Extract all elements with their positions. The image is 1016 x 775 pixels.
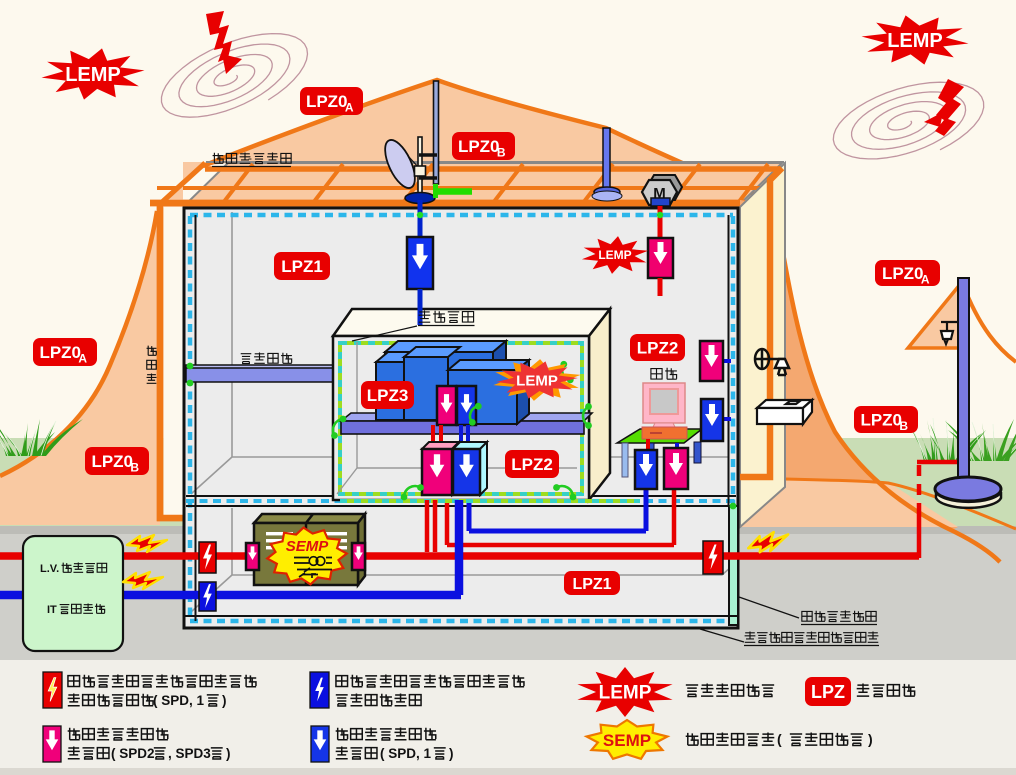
svg-text:): ) (868, 731, 873, 747)
svg-text:LPZ1: LPZ1 (572, 576, 611, 593)
svg-text:LPZ0: LPZ0 (91, 452, 133, 471)
svg-text:): ) (449, 746, 454, 761)
svg-text:LPZ0: LPZ0 (882, 264, 924, 283)
svg-text:LEMP: LEMP (598, 248, 631, 262)
svg-text:LEMP: LEMP (887, 30, 943, 52)
svg-text:LPZ: LPZ (811, 682, 845, 702)
svg-text:LPZ0: LPZ0 (306, 92, 348, 111)
svg-text:LPZ3: LPZ3 (367, 386, 409, 405)
svg-text:SEMP: SEMP (603, 731, 651, 750)
svg-text:LEMP: LEMP (65, 64, 121, 86)
svg-text:LPZ2: LPZ2 (637, 339, 679, 358)
svg-text:LPZ1: LPZ1 (281, 257, 323, 276)
svg-text:, SPD3: , SPD3 (168, 746, 211, 761)
svg-text:( SPD, 1: ( SPD, 1 (153, 693, 205, 708)
svg-text:LEMP: LEMP (516, 372, 558, 389)
svg-text:): ) (222, 693, 227, 708)
svg-text:IT: IT (47, 604, 57, 616)
svg-text:-: - (248, 151, 252, 165)
svg-text:( SPD, 1: ( SPD, 1 (380, 746, 432, 761)
svg-text:( SPD2: ( SPD2 (111, 746, 155, 761)
svg-text:LPZ0: LPZ0 (458, 137, 500, 156)
svg-text:(: ( (777, 731, 782, 747)
svg-text:B: B (899, 419, 908, 433)
svg-text:LPZ0: LPZ0 (39, 343, 81, 362)
svg-text:A: A (345, 101, 354, 115)
svg-text:SEMP: SEMP (286, 538, 330, 555)
svg-text:B: B (497, 146, 506, 160)
svg-text:LPZ2: LPZ2 (511, 455, 553, 474)
svg-text:L.V.: L.V. (40, 563, 59, 575)
svg-text:B: B (130, 461, 139, 475)
svg-text:A: A (921, 273, 930, 287)
svg-text:LPZ0: LPZ0 (860, 411, 902, 430)
svg-text:): ) (226, 746, 231, 761)
svg-text:LEMP: LEMP (599, 683, 652, 704)
svg-text:A: A (78, 352, 87, 366)
